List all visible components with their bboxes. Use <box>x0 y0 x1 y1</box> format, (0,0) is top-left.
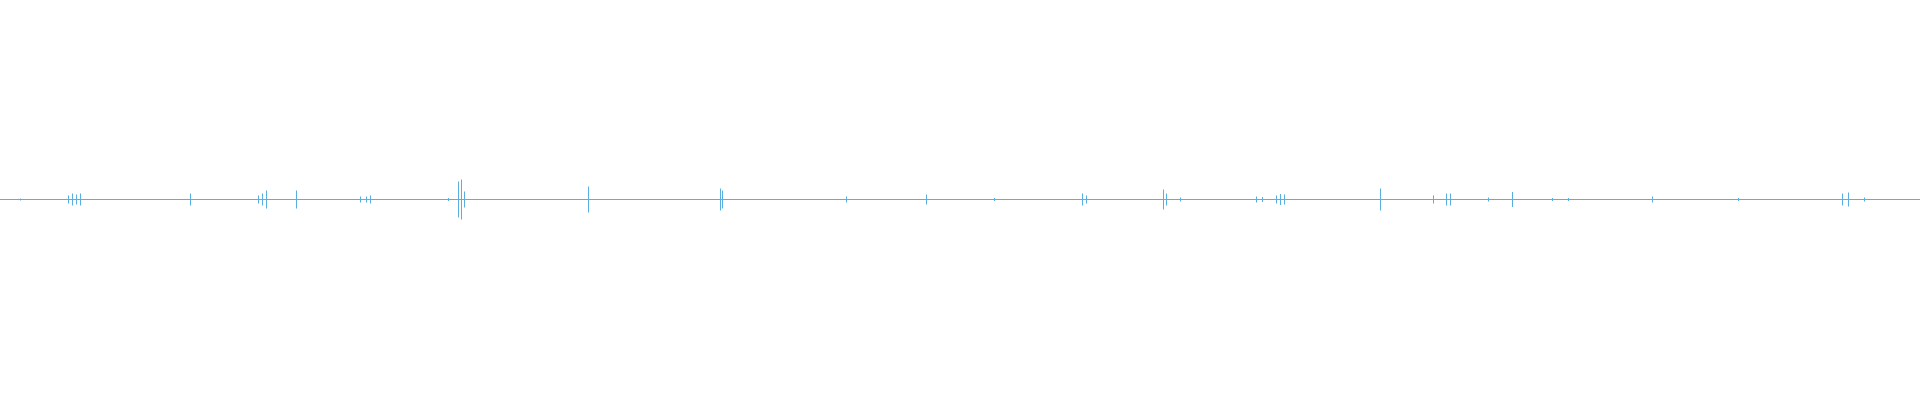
waveform-bursts <box>20 179 1865 220</box>
